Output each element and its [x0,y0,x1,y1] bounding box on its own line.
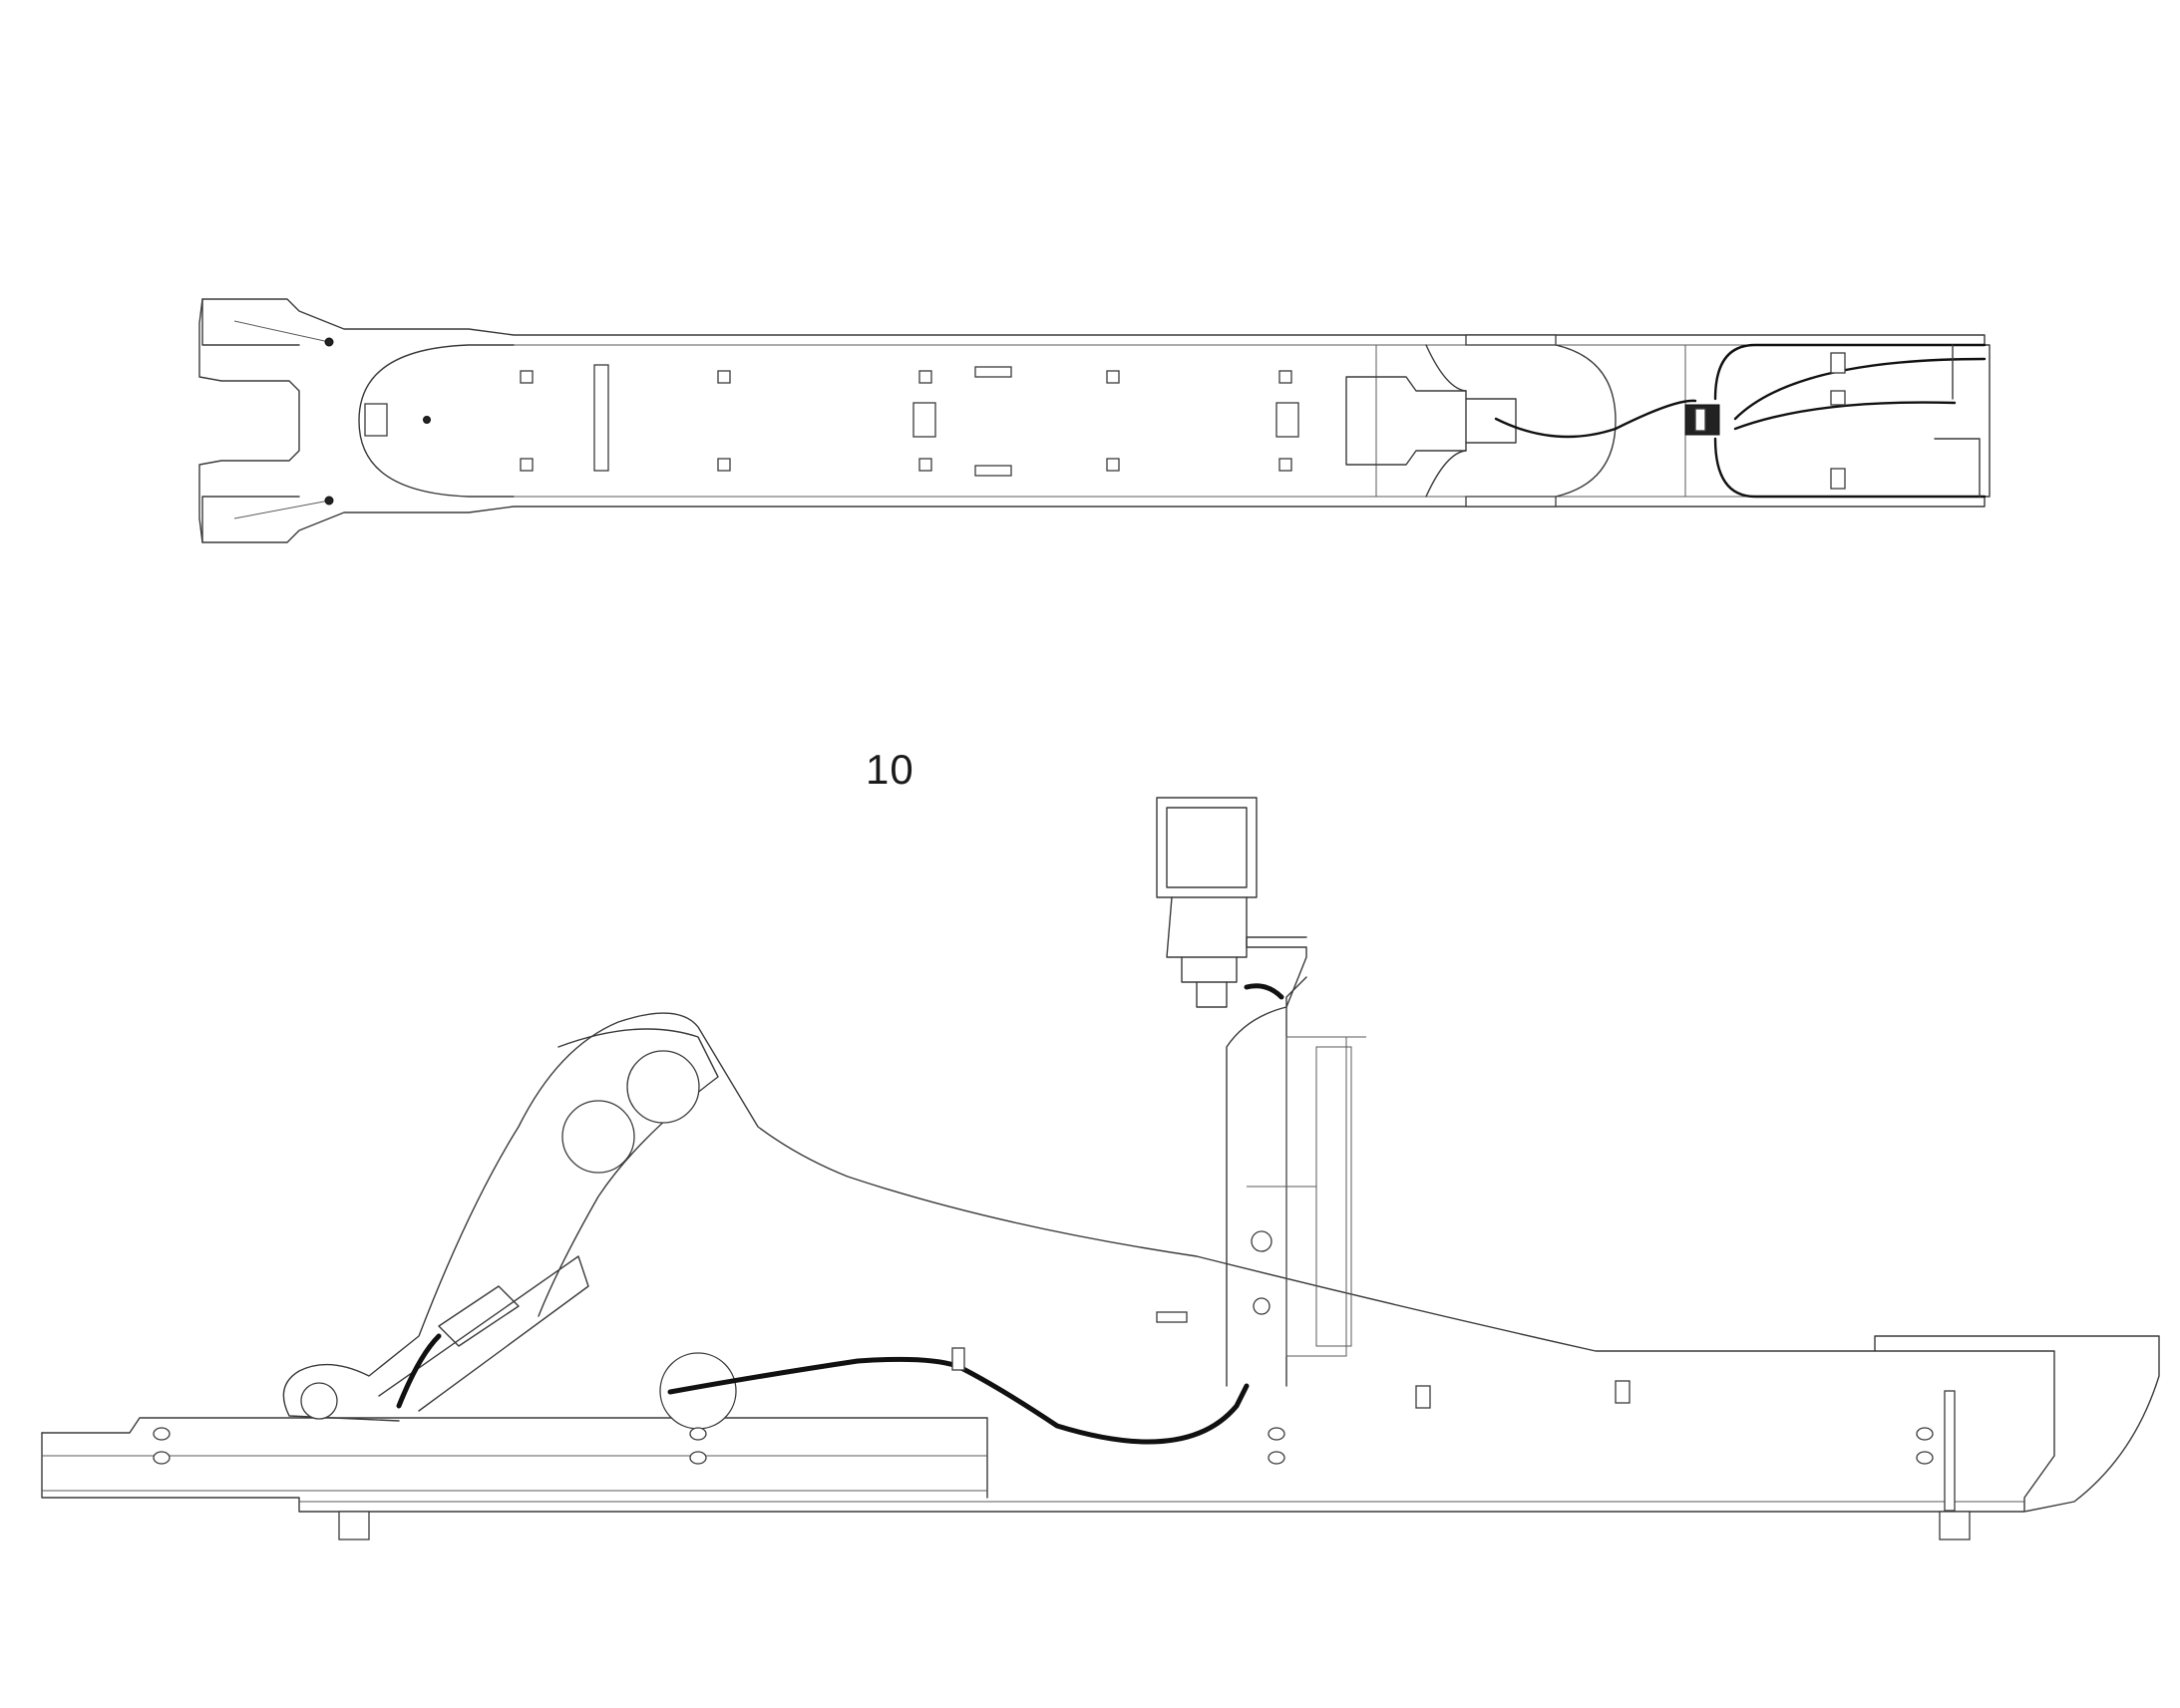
side-view [41,797,2160,1540]
top-view [198,298,1991,543]
callout-label: 10 [866,746,914,793]
